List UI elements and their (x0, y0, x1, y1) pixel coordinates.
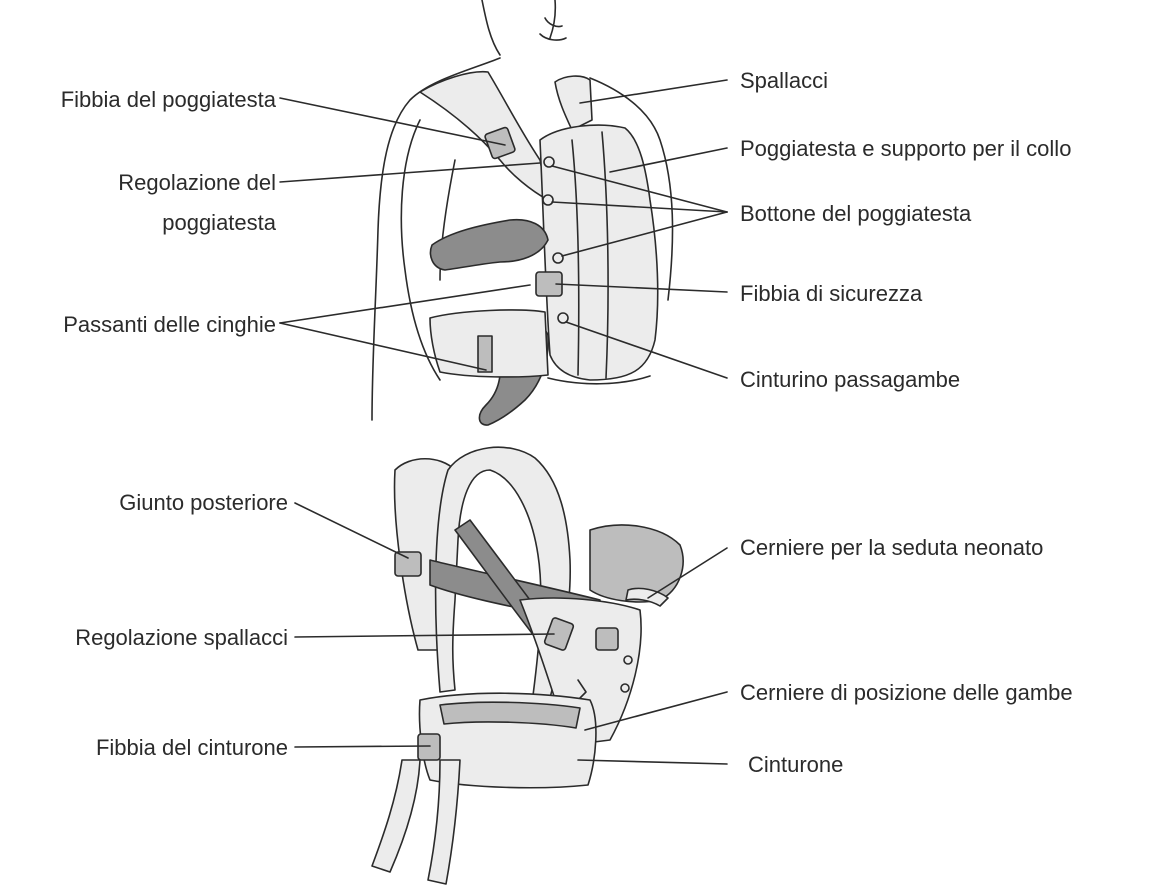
leg-hinge-a (623, 655, 633, 665)
crotch-button (557, 312, 569, 324)
leader-cinturone (577, 759, 728, 765)
label-cerniere-seduta-neonato: Cerniere per la seduta neonato (740, 535, 1044, 560)
leg-zip (577, 679, 587, 701)
leader-bottone-2 (551, 201, 728, 213)
label-regolazione-spallacci: Regolazione spallacci (75, 625, 288, 650)
leader-cerniere-seduta (647, 547, 728, 599)
leader-cinturino-passagambe (565, 321, 728, 379)
headrest-button-upper (543, 156, 555, 168)
label-regolazione-poggiatesta-line1: Regolazione del (118, 170, 276, 195)
waist-belt-buckle (417, 733, 441, 761)
belt-inner-dark (439, 701, 581, 729)
leg-hinge-b (620, 683, 630, 693)
label-fibbia-poggiatesta: Fibbia del poggiatesta (60, 87, 276, 112)
person-head-outline (481, 0, 557, 56)
back-joint-buckle (394, 551, 422, 577)
hanging-strap-left (371, 759, 421, 873)
carrier-front-panel (539, 124, 659, 381)
carrier-back-illustration (371, 446, 684, 885)
label-bottone-poggiatesta: Bottone del poggiatesta (740, 201, 972, 226)
headrest-button-mid (552, 252, 564, 264)
leader-poggiatesta-collo (609, 147, 728, 173)
carrier-base (547, 375, 651, 385)
label-cinturino-passagambe: Cinturino passagambe (740, 367, 961, 392)
leader-bottone-1 (551, 165, 728, 213)
worn-carrier-illustration (371, 0, 674, 426)
leader-fibbia-sicurezza (555, 283, 728, 293)
label-regolazione-poggiatesta-line2: poggiatesta (162, 210, 276, 235)
leader-spallacci (579, 79, 728, 104)
person-arm-outline (400, 119, 456, 381)
leader-fibbia-cinturone (294, 745, 431, 748)
label-fibbia-cinturone: Fibbia del cinturone (95, 735, 288, 760)
person-body-outline (371, 57, 501, 421)
shoulder-strap-adjuster (543, 617, 575, 651)
label-cinturone: Cinturone (748, 752, 844, 777)
label-cerniere-posizione-gambe: Cerniere di posizione delle gambe (740, 680, 1073, 705)
side-buckle (595, 627, 619, 651)
carrier-seat (589, 524, 684, 603)
front-shoulder-strap (434, 446, 572, 719)
baby-arm (429, 218, 549, 271)
headrest-button-lower (542, 194, 554, 206)
leader-giunto-posteriore (294, 502, 409, 559)
strap-loop-lower (477, 335, 493, 373)
leader-passanti-2 (279, 322, 487, 371)
hanging-strap-right (427, 759, 461, 885)
person-neck (539, 17, 567, 41)
leader-passanti-1 (279, 284, 531, 324)
label-fibbia-sicurezza: Fibbia di sicurezza (740, 281, 923, 306)
left-shoulder-strap (419, 70, 549, 201)
label-spallacci: Spallacci (740, 68, 829, 93)
label-giunto-posteriore: Giunto posteriore (119, 490, 288, 515)
right-shoulder-strap (554, 75, 593, 131)
leader-regolazione-poggiatesta (279, 162, 541, 183)
label-passanti-cinghie: Passanti delle cinghie (63, 312, 276, 337)
leader-bottone-3 (561, 211, 728, 257)
leader-regolazione-spallacci (294, 633, 555, 638)
carrier-panel-seams (571, 131, 609, 379)
headrest-buckle (484, 126, 516, 160)
leader-cerniere-gambe (584, 691, 728, 731)
person-right-side-outline (589, 77, 674, 301)
leader-fibbia-poggiatesta (279, 97, 506, 146)
leader-lines (279, 79, 728, 765)
label-poggiatesta-supporto-collo: Poggiatesta e supporto per il collo (740, 136, 1072, 161)
